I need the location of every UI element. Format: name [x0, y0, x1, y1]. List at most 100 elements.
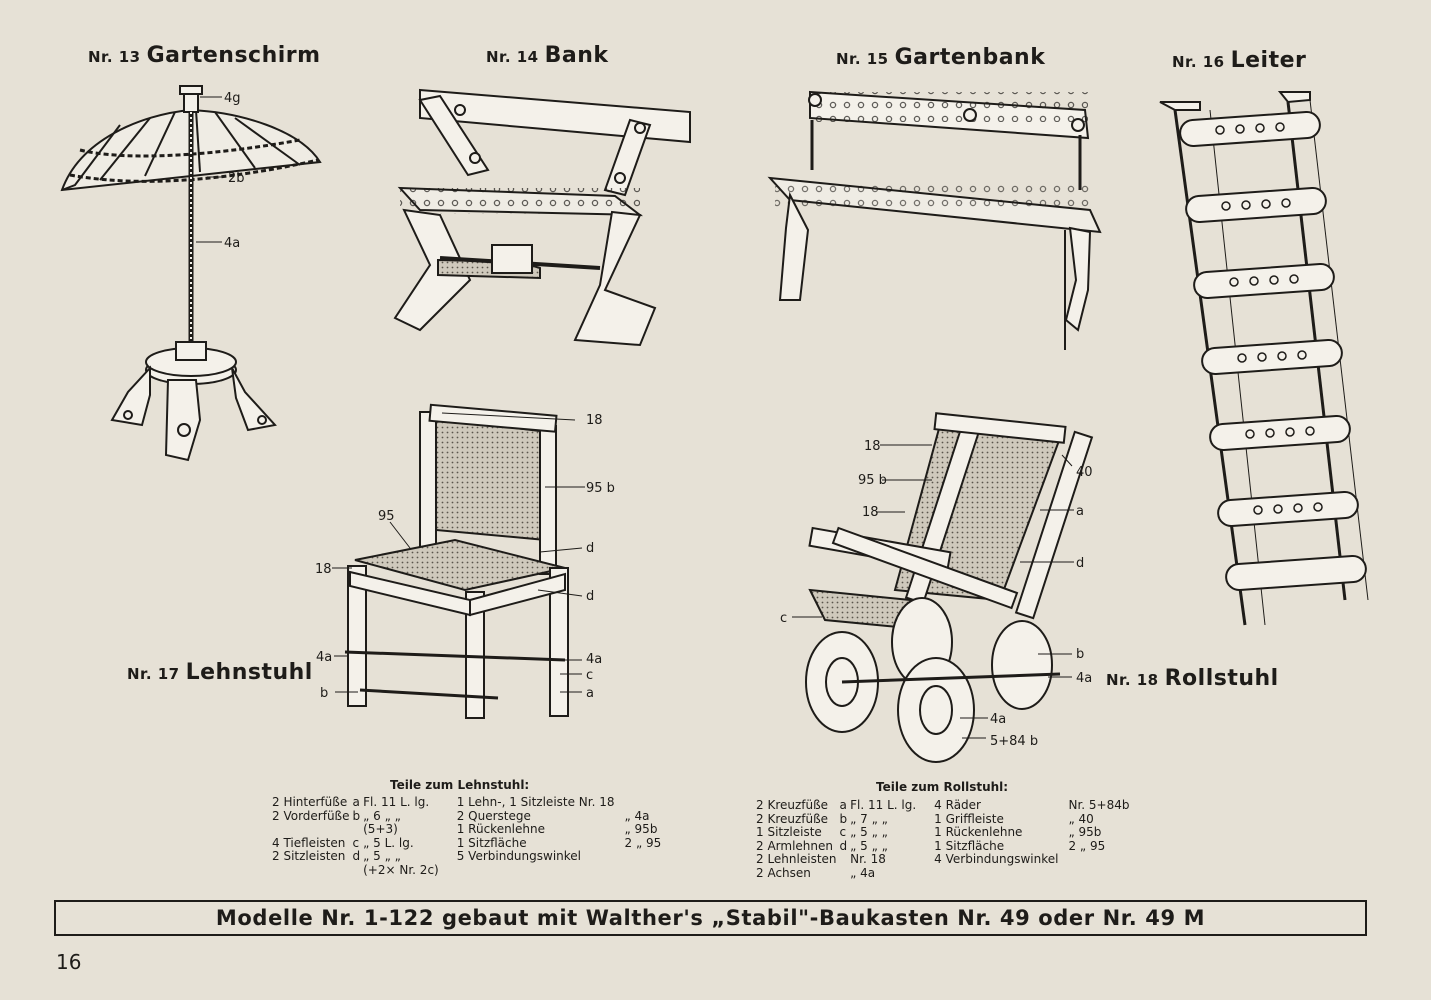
parts-row: 2 Achsen „ 4a: [756, 865, 1132, 881]
gartenschirm-drawing: 4g 2b 4a: [60, 85, 322, 462]
banner-text: Modelle Nr. 1-122 gebaut mit Walther's „…: [215, 906, 1206, 930]
parts-cell: [353, 864, 364, 878]
parts-cell: „ 95b: [1068, 825, 1102, 839]
lehnstuhl-drawing: 18 95 b 95 18 d d 4a 4a c b a: [315, 403, 615, 719]
parts-cell: „ 5 L. lg.: [363, 835, 414, 850]
parts-cell: 2 Hinterfüße: [272, 795, 348, 809]
callout: 4a: [316, 650, 332, 665]
parts-cell: Nr. 5+84b: [1068, 798, 1130, 812]
title-bank: Nr. 14 Bank: [486, 43, 609, 68]
parts-cell: (5+3): [363, 822, 398, 836]
parts-cell: a: [839, 798, 847, 812]
parts-cell: [1068, 867, 1132, 881]
title-gartenbank: Nr. 15 Gartenbank: [836, 45, 1045, 70]
callout: c: [586, 668, 593, 683]
callout: 18: [315, 562, 332, 577]
callout: 4a: [990, 712, 1006, 727]
parts-row: (5+3) 1 Rückenlehne „ 95b: [272, 822, 664, 837]
parts-cell: [625, 796, 665, 810]
model-name: Lehnstuhl: [185, 660, 313, 685]
title-rollstuhl: Nr. 18 Rollstuhl: [1106, 666, 1279, 691]
parts-cell: [840, 853, 851, 867]
page-number: 16: [56, 950, 82, 974]
parts-cell: Nr. 18: [850, 852, 886, 866]
parts-cell: 1 Griffleiste: [934, 811, 1004, 826]
parts-cell: „ 4a: [624, 808, 650, 823]
parts-cell: 1 Rückenlehne: [456, 822, 545, 836]
callout: b: [320, 686, 328, 701]
parts-cell: 2 Sitzleisten: [272, 849, 346, 863]
model-number: Nr. 14: [486, 48, 539, 66]
parts-cell: [272, 823, 353, 837]
callout: 95: [378, 509, 395, 524]
callout: 4g: [224, 91, 241, 106]
parts-cell: „ 4a: [850, 865, 876, 880]
parts-cell: „ 7 „ „: [850, 811, 888, 826]
callout: a: [586, 686, 594, 701]
parts-cell: Fl. 11 L. lg.: [850, 798, 917, 812]
model-number: Nr. 13: [88, 48, 141, 66]
parts-cell: 5 Verbindungswinkel: [456, 849, 582, 863]
callout: 40: [1076, 465, 1093, 480]
parts-cell: c: [839, 825, 847, 839]
parts-heading-rollstuhl: Teile zum Rollstuhl:: [876, 780, 1009, 794]
parts-cell: [457, 864, 625, 878]
parts-cell: b: [839, 811, 848, 826]
callout: d: [586, 541, 594, 556]
parts-cell: c: [352, 835, 360, 850]
model-name: Bank: [544, 43, 609, 68]
model-name: Gartenbank: [894, 45, 1046, 70]
parts-cell: 2 Kreuzfüße: [756, 811, 829, 826]
parts-cell: [840, 867, 851, 881]
parts-cell: 1 Sitzfläche: [934, 838, 1005, 853]
parts-cell: [934, 867, 1068, 881]
model-number: Nr. 15: [836, 50, 889, 68]
model-number: Nr. 17: [127, 665, 180, 683]
callout: 18: [586, 413, 603, 428]
parts-cell: 1 Sitzleiste: [756, 825, 822, 839]
gartenbank-drawing: [767, 90, 1102, 350]
parts-cell: 2 „ 95: [624, 835, 662, 850]
parts-cell: „ 40: [1068, 811, 1094, 826]
parts-cell: 2 Querstege: [456, 808, 531, 823]
model-number: Nr. 18: [1106, 671, 1159, 689]
parts-heading-lehnstuhl: Teile zum Lehnstuhl:: [390, 778, 530, 792]
parts-cell: 2 Armlehnen: [756, 838, 833, 853]
parts-cell: b: [352, 808, 361, 823]
parts-cell: Fl. 11 L. lg.: [363, 795, 430, 809]
parts-cell: 4 Tiefleisten: [272, 835, 346, 850]
model-name: Rollstuhl: [1164, 666, 1279, 691]
parts-cell: 2 „ 95: [1068, 838, 1106, 853]
parts-cell: 2 Achsen: [756, 865, 811, 880]
parts-cell: [625, 864, 665, 878]
parts-cell: [353, 823, 364, 837]
parts-cell: a: [352, 795, 360, 809]
title-lehnstuhl: Nr. 17 Lehnstuhl: [127, 660, 313, 685]
parts-cell: d: [352, 849, 361, 863]
parts-cell: d: [839, 838, 848, 853]
callout: c: [780, 611, 787, 626]
parts-cell: „ 95b: [624, 822, 658, 836]
parts-cell: [272, 864, 353, 878]
callout: 4a: [586, 652, 602, 667]
ladder-rungs: [1179, 111, 1367, 591]
parts-cell: 2 Kreuzfüße: [756, 798, 829, 812]
callout: b: [1076, 647, 1084, 662]
callout: 95 b: [858, 473, 887, 488]
footer-banner: Modelle Nr. 1-122 gebaut mit Walther's „…: [54, 900, 1367, 936]
callout: d: [1076, 556, 1084, 571]
parts-cell: „ 5 „ „: [850, 825, 888, 839]
callout: 18: [862, 505, 879, 520]
parts-cell: „ 6 „ „: [363, 808, 401, 823]
model-number: Nr. 16: [1172, 53, 1225, 71]
callout: 4a: [1076, 671, 1092, 686]
parts-cell: 1 Lehn-, 1 Sitzleiste Nr. 18: [456, 795, 615, 809]
